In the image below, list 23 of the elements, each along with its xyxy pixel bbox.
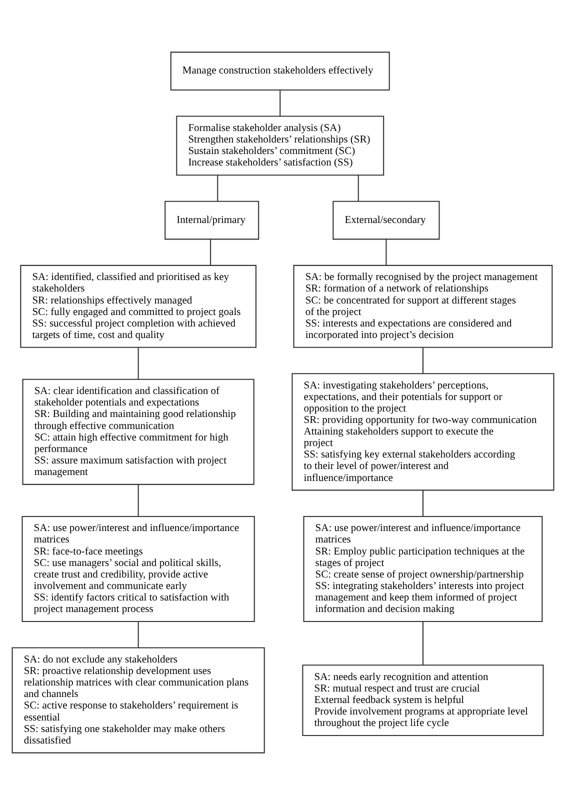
- connector: [210, 238, 212, 265]
- connector: [422, 490, 424, 516]
- node-box: SA: be formally recognised by the project management SR: formation of a network of relationships SC: be concentrated for support at different stages of the project SS: interests and expectations are considered and incorporated into project’s decision: [293, 264, 553, 348]
- node-box: SA: do not exclude any stakeholders SR: proactive relationship development uses relationship matrices with clear communication plans and channels SC: active response to stakeholders’ requirement is essential SS: satisfying one stakeholder may make others dissatisfied: [12, 646, 265, 753]
- node-box: Manage construction stakeholders effectively: [170, 51, 390, 90]
- connector: [138, 484, 139, 516]
- connector: [138, 347, 139, 379]
- node-box: SA: use power/interest and influence/importance matrices SR: Employ public participation techniques at the stages of project SC: create sense of project ownership/partnership SS: integrating stakeholders’ interests into project management and keep them informed of project information and decision making: [303, 515, 543, 622]
- node-box: SA: needs early recognition and attention SR: mutual respect and trust are crucial External feedback system is helpful Provide involvement programs at appropriate level throughout the project life cycle: [302, 664, 544, 736]
- node-box: Internal/primary: [164, 200, 260, 240]
- node-box: External/secondary: [332, 200, 440, 240]
- connector: [280, 90, 281, 116]
- connector: [386, 238, 387, 265]
- connector: [217, 174, 218, 201]
- connector: [138, 621, 139, 648]
- node-box: SA: clear identification and classification of stakeholder potentials and expectations SR: Building and maintaining good relationship through effective communication SC: attain high effective commitment for high performance SS: assure maximum satisfaction with project management: [22, 378, 254, 484]
- connector: [358, 174, 359, 201]
- node-box: Formalise stakeholder analysis (SA) Strengthen stakeholders’ relationships (SR) Sustain stakeholders’ commitment (SC) Increase stakeholders’ satisfaction (SS): [176, 115, 384, 176]
- node-box: SA: identified, classified and prioritised as key stakeholders SR: relationships effectively managed SC: fully engaged and committed to project goals SS: successful project completion with achieved targets of time, cost and quality: [20, 264, 256, 348]
- node-box: SA: investigating stakeholders’ perceptions, expectations, and their potentials for support or opposition to the project SR: providing opportunity for two-way communication Attaining stakeholders support to execute the project SS: satisfying key external stakeholders according to their level of power/interest and influence/importance: [292, 372, 554, 490]
- connector: [422, 347, 424, 373]
- node-box: SA: use power/interest and influence/importance matrices SR: face-to-face meetings SC: use managers’ social and political skills, create trust and credibility, provide active involvement and communicate early SS: identify factors critical to satisfaction with project management process: [22, 515, 255, 622]
- connector: [422, 621, 424, 664]
